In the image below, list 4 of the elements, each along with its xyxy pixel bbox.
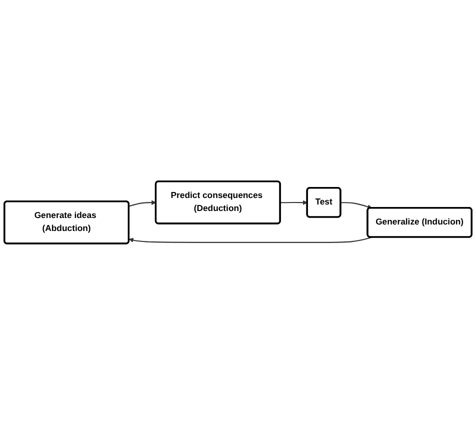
arrow [128,236,372,244]
arrow [128,200,156,207]
arrow [280,200,308,206]
arrow [340,202,372,210]
